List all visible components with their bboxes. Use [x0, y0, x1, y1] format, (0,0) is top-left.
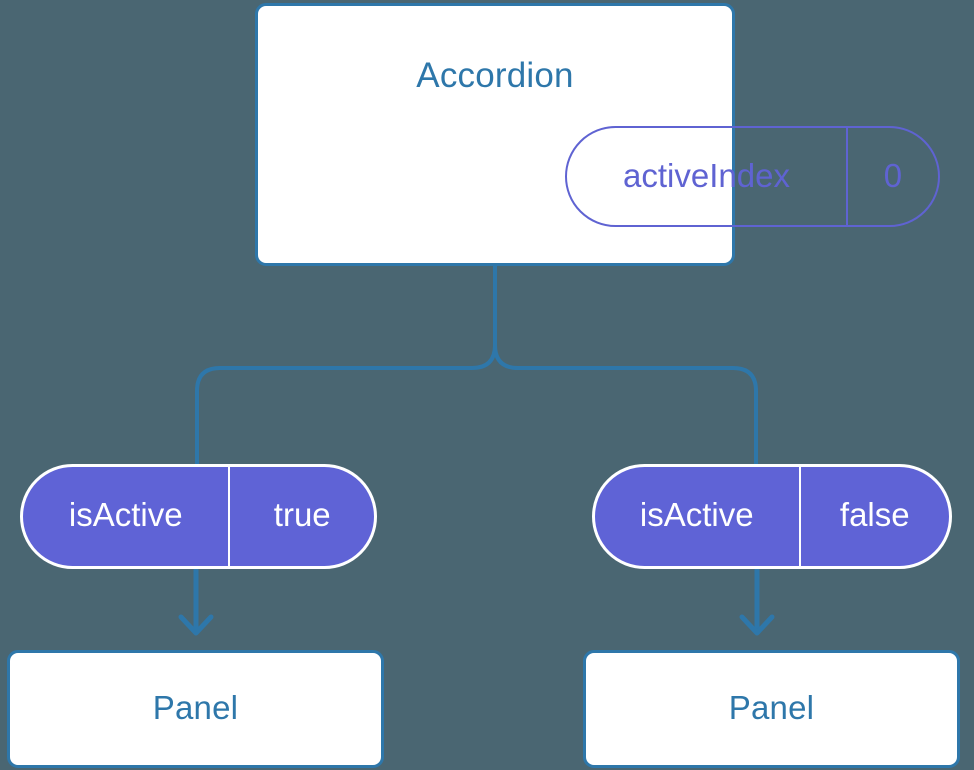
prop-pill-value: false: [798, 467, 949, 566]
tree-connector-path: [195, 264, 497, 468]
arrow-head-right: [739, 614, 775, 636]
prop-pill-isactive-true[interactable]: isActive true: [20, 464, 377, 569]
prop-pill-key: isActive: [68, 496, 183, 533]
accordion-component-card[interactable]: Accordion activeIndex 0: [255, 3, 940, 266]
panel-component-card-right[interactable]: Panel: [583, 650, 960, 768]
prop-pill-value: true: [228, 467, 374, 566]
panel-card-title: Panel: [728, 688, 815, 726]
panel-card-title: Panel: [152, 688, 239, 726]
state-pill-key: activeIndex: [623, 156, 790, 194]
panel-component-card-left[interactable]: Panel: [7, 650, 384, 768]
tree-connector-path-right: [493, 343, 758, 468]
prop-pill-key: isActive: [639, 496, 754, 533]
state-pill-active-index[interactable]: activeIndex 0: [565, 126, 940, 227]
arrow-head-left: [178, 614, 214, 636]
accordion-card-title: Accordion: [416, 56, 574, 95]
state-pill-value: 0: [845, 128, 938, 225]
prop-pill-isactive-false[interactable]: isActive false: [592, 464, 952, 569]
